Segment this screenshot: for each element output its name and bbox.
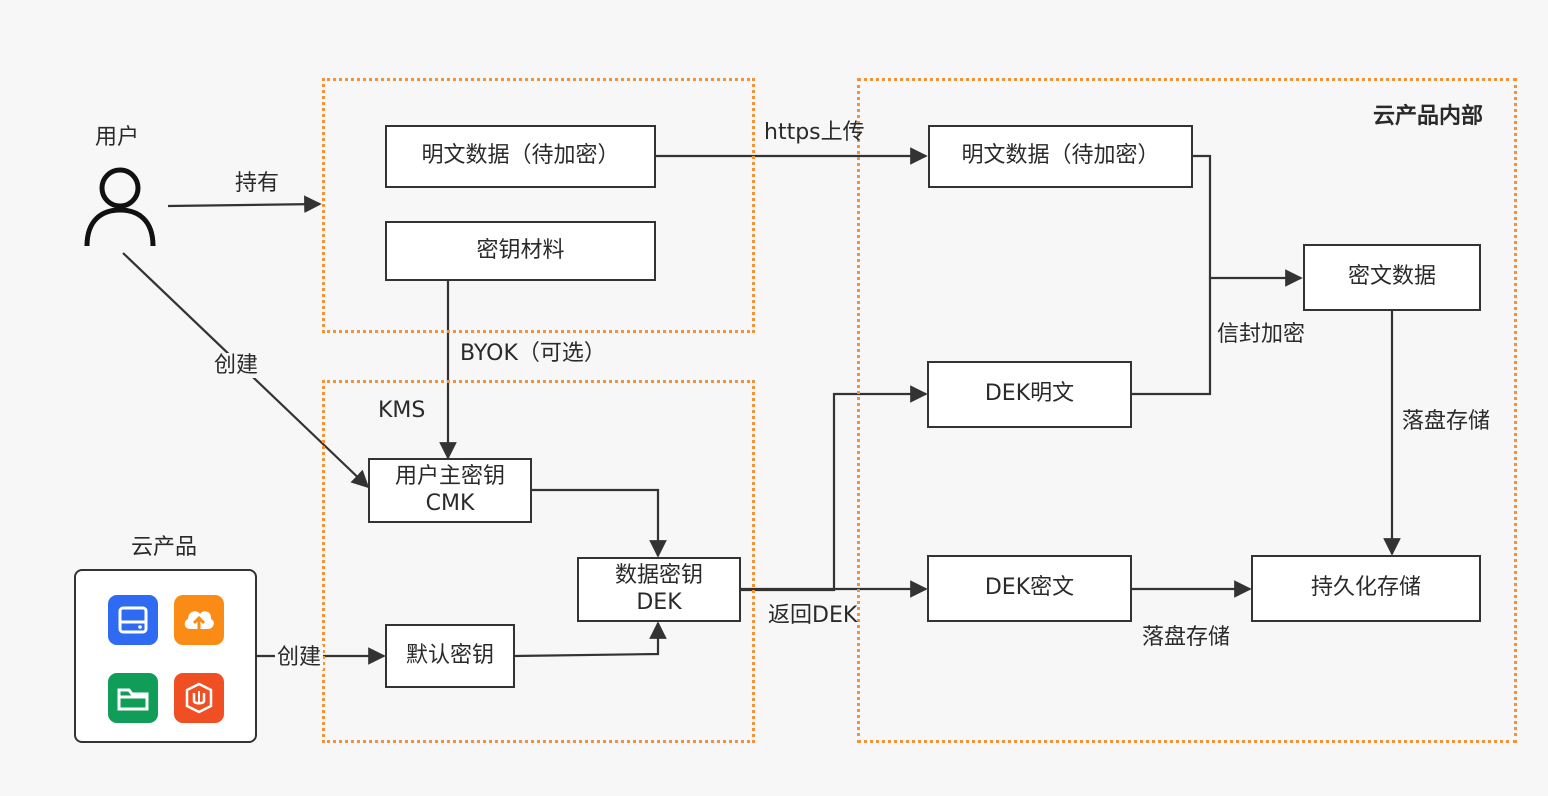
edge-cmk-dek <box>531 488 667 558</box>
kms-label: KMS <box>378 398 426 423</box>
key-material-box[interactable]: 密钥材料 <box>385 221 656 281</box>
cloud-upload-icon <box>174 595 224 645</box>
cmk-label-line2: CMK <box>425 490 475 516</box>
kms-group <box>322 380 755 743</box>
edge-dekplain-cipher <box>1131 278 1212 396</box>
plaintext-data-box[interactable]: 明文数据（待加密） <box>385 125 656 188</box>
ciphertext-box[interactable]: 密文数据 <box>1303 244 1481 311</box>
shield-app-icon <box>174 673 224 723</box>
user-icon <box>84 167 156 247</box>
edge-plain-cipher <box>1192 154 1303 287</box>
cloud-inside-title: 云产品内部 <box>1373 104 1484 129</box>
cmk-box[interactable]: 用户主密钥 CMK <box>368 458 532 523</box>
dek-plain-label: DEK明文 <box>984 381 1075 407</box>
edge-label-store-bottom: 落盘存储 <box>1142 625 1231 650</box>
edge-label-https-upload: https上传 <box>764 120 865 145</box>
key-material-label: 密钥材料 <box>476 237 565 263</box>
dek-cipher-box[interactable]: DEK密文 <box>927 555 1132 622</box>
cloud-product-panel <box>74 569 257 743</box>
persist-storage-box[interactable]: 持久化存储 <box>1251 555 1481 622</box>
ciphertext-label: 密文数据 <box>1347 264 1436 290</box>
edge-hold <box>167 195 322 214</box>
default-key-box[interactable]: 默认密钥 <box>385 624 515 688</box>
cloud-inside-group <box>857 78 1517 743</box>
default-key-label: 默认密钥 <box>405 642 494 668</box>
edge-label-store-right: 落盘存储 <box>1402 409 1491 434</box>
plaintext-data-label: 明文数据（待加密） <box>421 143 620 169</box>
plaintext-data-inside-label: 明文数据（待加密） <box>961 143 1160 169</box>
edge-label-create-user: 创建 <box>212 353 261 379</box>
dek-plain-box[interactable]: DEK明文 <box>927 361 1132 428</box>
dek-box[interactable]: 数据密钥 DEK <box>577 557 741 622</box>
client-data-group <box>322 78 755 333</box>
plaintext-data-inside-box[interactable]: 明文数据（待加密） <box>928 125 1193 188</box>
edge-label-envelope-encrypt: 信封加密 <box>1217 322 1306 347</box>
cmk-label-line1: 用户主密钥 <box>394 464 505 490</box>
dek-label-line2: DEK <box>636 589 682 615</box>
dek-label-line1: 数据密钥 <box>614 563 703 589</box>
edge-label-create-product: 创建 <box>275 645 324 671</box>
edge-label-return-dek: 返回DEK <box>768 603 858 628</box>
user-label: 用户 <box>95 125 140 150</box>
edge-label-byok: BYOK（可选） <box>460 341 606 366</box>
edge-default-dek <box>513 621 667 658</box>
cloud-product-label: 云产品 <box>131 535 198 560</box>
cloud-disk-icon <box>108 595 158 645</box>
persist-storage-label: 持久化存储 <box>1310 575 1421 601</box>
folder-icon <box>108 673 158 723</box>
dek-cipher-label: DEK密文 <box>984 575 1075 601</box>
edge-label-hold: 持有 <box>235 171 280 196</box>
